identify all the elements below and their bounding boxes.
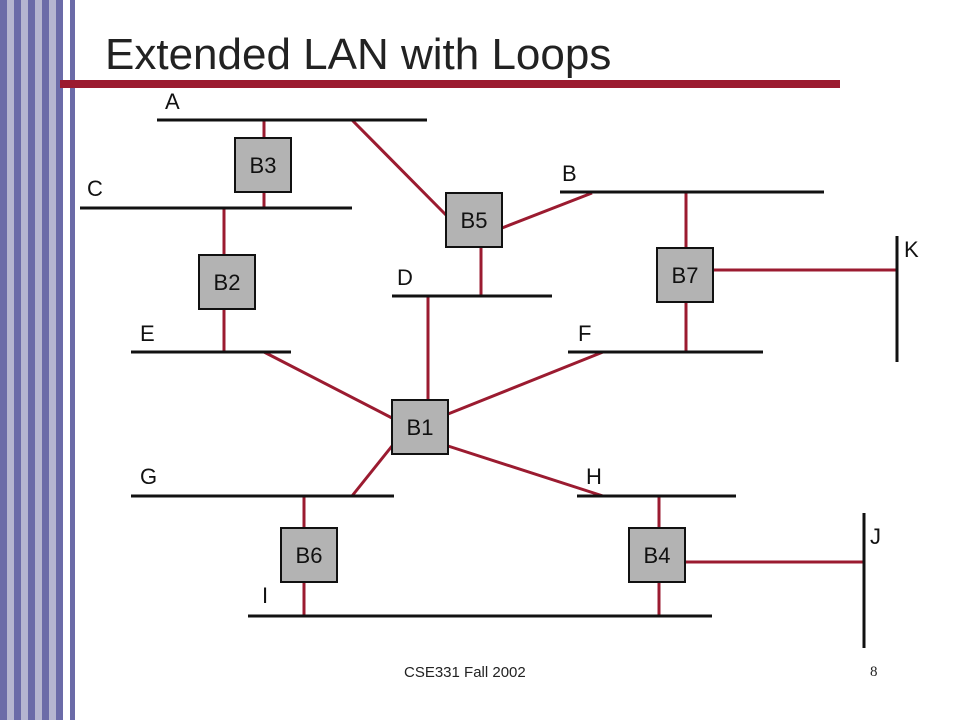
lan-segment-label-e: E bbox=[140, 321, 155, 346]
bridge-link-13 bbox=[350, 445, 394, 497]
title-underline bbox=[60, 80, 840, 88]
lan-segment-label-g: G bbox=[140, 464, 157, 489]
lan-segment-labels: A B C D E F G H I J K bbox=[87, 89, 919, 608]
bridge-links bbox=[222, 118, 897, 616]
bridge-label-b5: B5 bbox=[461, 208, 488, 233]
stripe-2 bbox=[14, 0, 21, 720]
bridge-label-b4: B4 bbox=[644, 543, 671, 568]
stripe-9 bbox=[63, 0, 70, 720]
bridge-b1: B1 bbox=[391, 399, 449, 455]
bridge-link-11 bbox=[263, 350, 393, 420]
bridge-link-4 bbox=[350, 118, 448, 217]
stripe-7 bbox=[49, 0, 56, 720]
bridge-box-b6 bbox=[280, 527, 338, 583]
lan-segment-label-c: C bbox=[87, 176, 103, 201]
bridge-box-b1 bbox=[391, 399, 449, 455]
bridge-label-b3: B3 bbox=[250, 153, 277, 178]
footer-course-label: CSE331 Fall 2002 bbox=[404, 664, 526, 681]
bridge-b3: B3 bbox=[234, 137, 292, 193]
lan-segment-label-a: A bbox=[165, 89, 180, 114]
stripe-6 bbox=[42, 0, 49, 720]
lan-segment-label-k: K bbox=[904, 237, 919, 262]
lan-segment-label-b: B bbox=[562, 161, 577, 186]
lan-segment-label-h: H bbox=[586, 464, 602, 489]
bridge-label-b1: B1 bbox=[407, 415, 434, 440]
bridge-b5: B5 bbox=[445, 192, 503, 248]
bridge-link-12 bbox=[447, 350, 604, 416]
page-number: 8 bbox=[870, 664, 878, 680]
bridge-box-b2 bbox=[198, 254, 256, 310]
bridge-label-b2: B2 bbox=[214, 270, 241, 295]
left-stripe-decoration bbox=[0, 0, 75, 720]
stripe-0 bbox=[0, 0, 7, 720]
stripe-5 bbox=[35, 0, 42, 720]
lan-segment-label-i: I bbox=[262, 583, 268, 608]
lan-segments bbox=[80, 118, 899, 648]
slide-title: Extended LAN with Loops bbox=[105, 30, 612, 79]
bridge-b7: B7 bbox=[656, 247, 714, 303]
lan-segment-label-j: J bbox=[870, 524, 881, 549]
lan-segment-label-f: F bbox=[578, 321, 591, 346]
bridge-link-14 bbox=[447, 444, 604, 498]
bridge-link-5 bbox=[501, 191, 593, 230]
lan-segment-label-d: D bbox=[397, 265, 413, 290]
stripe-10 bbox=[70, 0, 75, 720]
stripe-1 bbox=[7, 0, 14, 720]
stripe-3 bbox=[21, 0, 28, 720]
bridge-b6: B6 bbox=[280, 527, 338, 583]
bridge-box-b7 bbox=[656, 247, 714, 303]
stripe-4 bbox=[28, 0, 35, 720]
bridge-b2: B2 bbox=[198, 254, 256, 310]
stripe-8 bbox=[56, 0, 63, 720]
bridge-b4: B4 bbox=[628, 527, 686, 583]
bridge-label-b6: B6 bbox=[296, 543, 323, 568]
bridge-label-b7: B7 bbox=[672, 263, 699, 288]
bridge-box-b3 bbox=[234, 137, 292, 193]
bridge-box-b4 bbox=[628, 527, 686, 583]
bridge-box-b5 bbox=[445, 192, 503, 248]
